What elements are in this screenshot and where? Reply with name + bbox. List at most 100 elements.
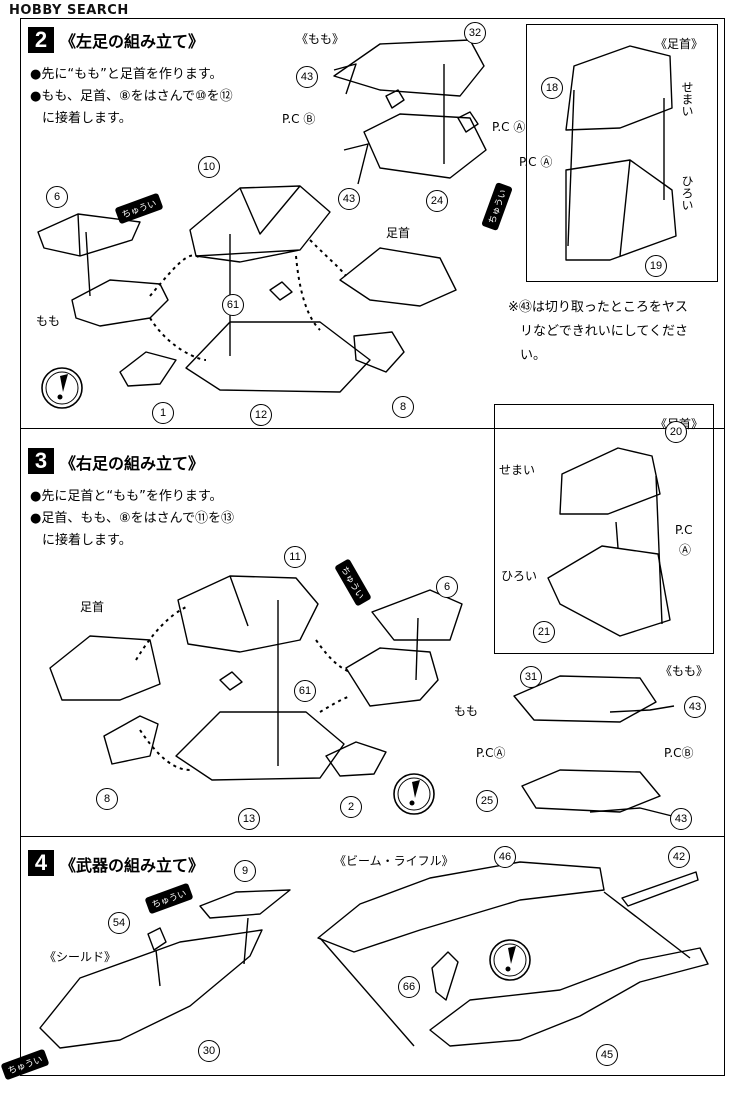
part-number-46: 46 (494, 846, 516, 868)
pc-a-label-right: P.CⒶ (476, 746, 506, 760)
step-2-instruction-1: ●先に“もも”と足首を作ります。 (30, 67, 223, 82)
momo-label: もも (36, 314, 61, 328)
manual-frame (20, 18, 725, 1076)
step-2-instruction-3: に接着します。 (42, 111, 132, 126)
step-2-number: 2 (28, 27, 54, 53)
semai-label-right: せまい (499, 463, 536, 477)
step-2-instructions: ●先に“もも”と足首を作ります。 ●もも、足首、⑧をはさんで⑩を⑫ に接着します… (30, 64, 233, 130)
part-number-31: 31 (520, 666, 542, 688)
step-4-title: 《武器の組み立て》 (60, 856, 205, 875)
part-number-25: 25 (476, 790, 498, 812)
momo-left-drawing (71, 279, 169, 327)
rifle-45-drawing (429, 947, 709, 1047)
pc-a-part (457, 111, 479, 133)
part-number-61-right: 61 (294, 680, 316, 702)
part-number-66: 66 (398, 976, 420, 998)
part-number-19: 19 (645, 255, 667, 277)
part-18-drawing (565, 45, 673, 131)
part-8-drawing (353, 331, 405, 373)
hiroi-label-right: ひろい (501, 569, 538, 583)
part-number-11: 11 (284, 546, 306, 568)
part-42-drawing (621, 871, 699, 907)
divider-step2-step3 (20, 428, 725, 429)
part-66-drawing (431, 951, 459, 1001)
momo-title-right: 《もも》 (660, 664, 709, 678)
part-number-24: 24 (426, 190, 448, 212)
step-3-instruction-1: ●先に足首と“もも”を作ります。 (30, 489, 223, 504)
part-number-18: 18 (541, 77, 563, 99)
part-number-20: 20 (665, 421, 687, 443)
part-8b-drawing (103, 715, 159, 765)
momo-title: 《もも》 (296, 32, 345, 46)
part-1-drawing (119, 351, 177, 387)
momo-right-drawing (345, 647, 439, 707)
part-number-43-c: 43 (684, 696, 706, 718)
part-13-drawing (175, 711, 345, 781)
pc-b-label-right: P.CⒷ (664, 746, 694, 760)
arrow-45-46-right (603, 891, 691, 959)
part-6b-drawing (371, 589, 463, 641)
part-number-6: 6 (46, 186, 68, 208)
arrow-18-19 (567, 89, 575, 247)
part-43-a (333, 63, 357, 95)
rifle-46-drawing (317, 861, 605, 953)
part-2-drawing (325, 741, 387, 777)
part-number-32: 32 (464, 22, 486, 44)
momo-label-right: もも (454, 704, 479, 718)
momo-top-32 (333, 39, 485, 97)
guide-dash-8 (319, 695, 351, 713)
part-number-9: 9 (234, 860, 256, 882)
part-20-drawing (559, 447, 661, 515)
part-11-drawing (177, 575, 319, 653)
arrow-pc-a (615, 521, 619, 549)
hobby-search-logo: HOBBY SEARCH (6, 3, 132, 18)
part-43d (589, 807, 673, 817)
part-number-54: 54 (108, 912, 130, 934)
shield-label: 《シールド》 (44, 950, 117, 964)
part-number-21: 21 (533, 621, 555, 643)
part-number-6-right: 6 (436, 576, 458, 598)
step-2-instruction-2: ●もも、足首、⑧をはさんで⑩を⑫ (30, 89, 233, 104)
arrow-6-momo (85, 231, 91, 297)
ashikubi-left-drawing (339, 247, 457, 307)
part-61-drawing (269, 281, 293, 301)
guide-dash-1 (149, 254, 201, 297)
arrow-54-shield (155, 949, 161, 987)
step-2-note-line-1: ※㊸は切り取ったところをヤス (508, 300, 688, 315)
part-6-drawing (37, 213, 141, 257)
part-number-43-a: 43 (296, 66, 318, 88)
step-2-note-line-3: い。 (520, 348, 547, 363)
pc-a-label-1: P.C Ⓐ (492, 120, 526, 134)
guide-dash-3 (309, 239, 347, 277)
divider-step3-step4 (20, 836, 725, 837)
shield-30-drawing (39, 929, 263, 1049)
momo-bottom-24 (363, 113, 487, 179)
pc-a-circle-right: Ⓐ (679, 543, 692, 557)
pc-b-label: P.C Ⓑ (282, 112, 316, 126)
step-2-title: 《左足の組み立て》 (60, 32, 205, 51)
hiroi-label: ひろい (680, 175, 694, 211)
momo-31 (513, 675, 657, 723)
part-number-30: 30 (198, 1040, 220, 1062)
part-25-drawing (521, 769, 661, 813)
guide-dash-4 (295, 255, 321, 331)
part-61b-drawing (219, 671, 243, 691)
pc-a-label-2: P.C Ⓐ (519, 155, 553, 169)
part-number-12: 12 (250, 404, 272, 426)
part-number-43-d: 43 (670, 808, 692, 830)
step-2-note-line-2: リなどできれいにしてくださ (520, 324, 688, 339)
ashikubi-label-right: 足首 (80, 600, 105, 614)
pc-b-part (385, 89, 405, 109)
part-number-42: 42 (668, 846, 690, 868)
part-10-drawing (189, 185, 331, 263)
ashikubi-inset-title: 《足首》 (655, 37, 704, 51)
part-number-10: 10 (198, 156, 220, 178)
guide-dash-5 (135, 605, 189, 661)
part-number-1: 1 (152, 402, 174, 424)
step-4-number: 4 (28, 850, 54, 876)
ashikubi-inset-left: 《足首》 せまい ひろい P.C Ⓐ 18 19 (519, 24, 718, 282)
guide-dash-2 (149, 317, 207, 361)
part-number-45: 45 (596, 1044, 618, 1066)
step-3-instruction-3: に接着します。 (42, 533, 132, 548)
